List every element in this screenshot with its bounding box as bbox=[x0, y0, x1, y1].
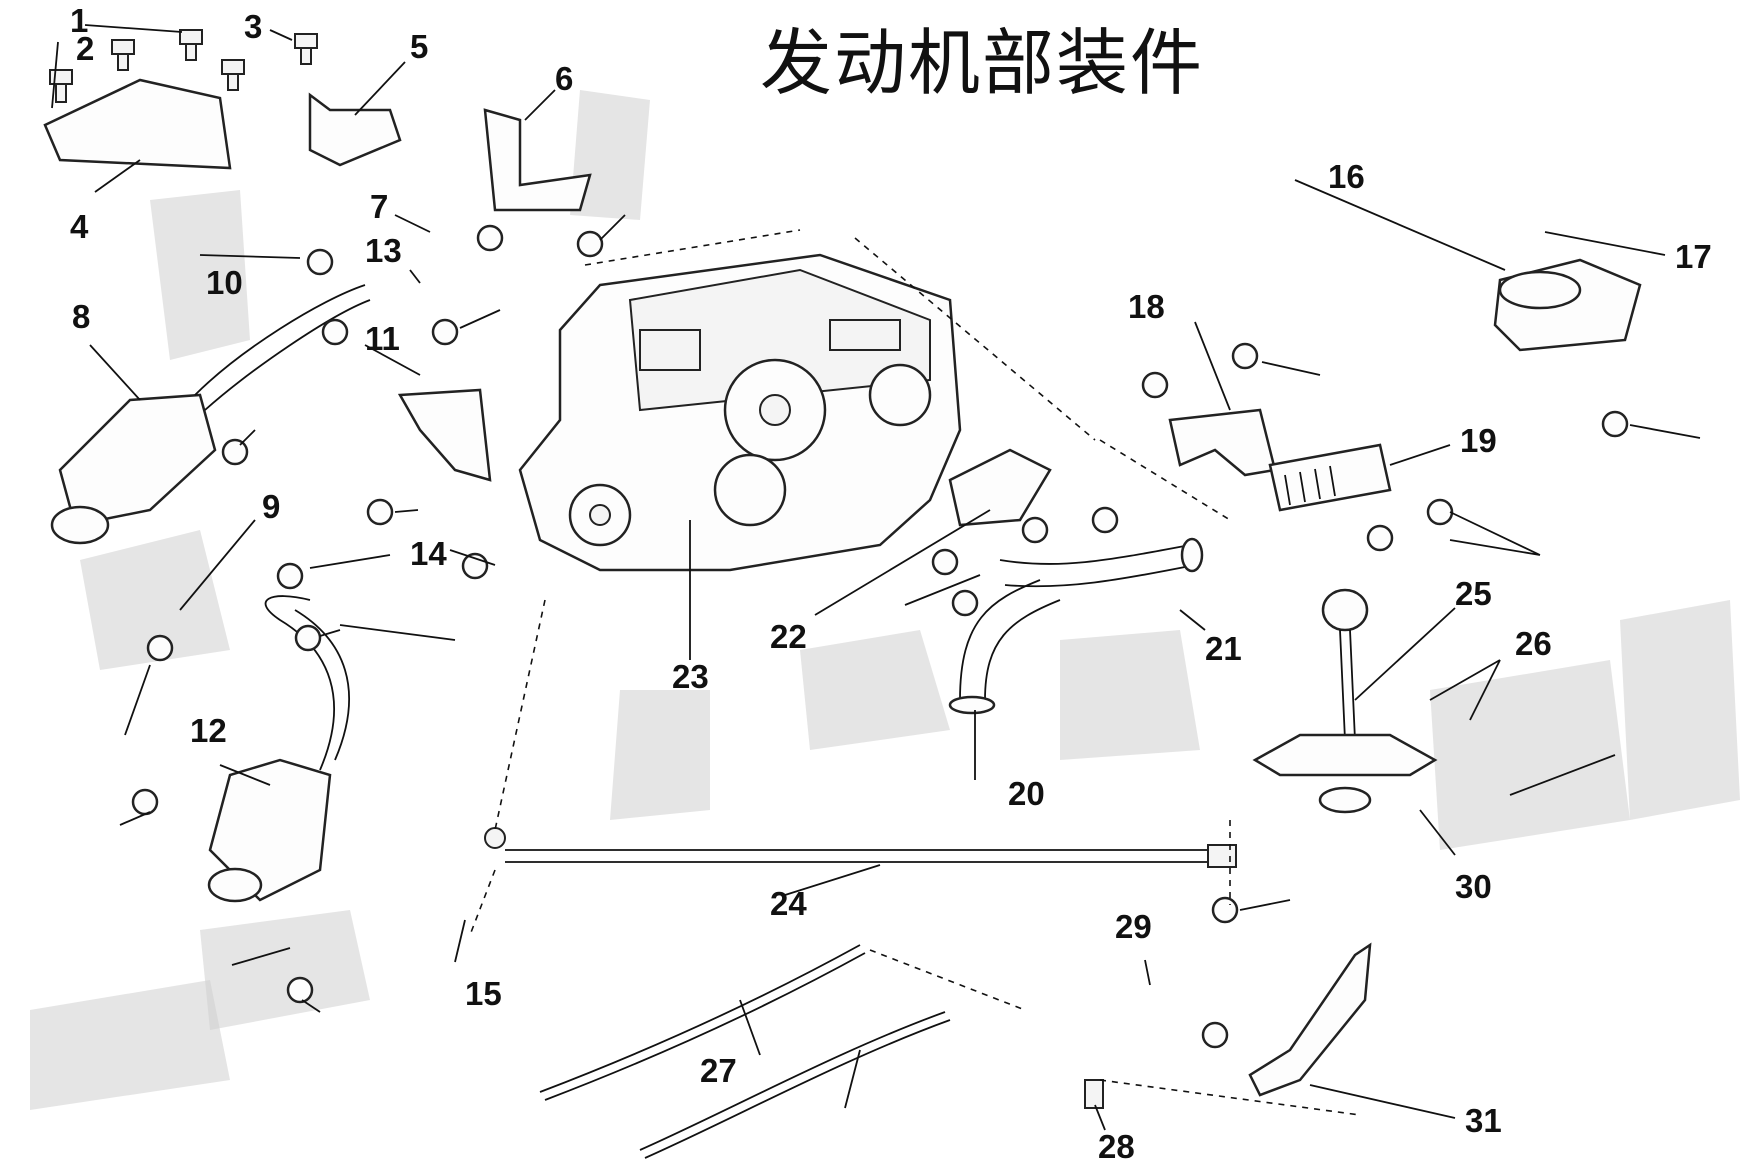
callout-17: 17 bbox=[1675, 238, 1712, 275]
flange-nut bbox=[1601, 410, 1629, 438]
callout-19: 19 bbox=[1460, 422, 1497, 459]
voltage-regulator bbox=[1268, 443, 1392, 512]
muffler-lower bbox=[207, 595, 350, 903]
flange-nut bbox=[321, 318, 349, 346]
engine-mount-bracket bbox=[308, 92, 402, 167]
muffler-bracket bbox=[397, 388, 492, 482]
leader-lines bbox=[51, 24, 1701, 1131]
flange-nut bbox=[366, 498, 394, 526]
engine-assembly bbox=[518, 253, 962, 572]
flange-nut bbox=[146, 634, 174, 662]
brake-pedal bbox=[1248, 942, 1372, 1097]
callout-15: 15 bbox=[465, 975, 502, 1012]
mounting-plate bbox=[43, 78, 232, 170]
support-bracket bbox=[483, 108, 592, 212]
flange-nut bbox=[306, 248, 334, 276]
callout-2: 2 bbox=[76, 30, 94, 67]
callout-5: 5 bbox=[410, 28, 428, 65]
flange-nut bbox=[576, 230, 604, 258]
callout-12: 12 bbox=[190, 712, 227, 749]
bolt bbox=[111, 39, 135, 71]
callout-16: 16 bbox=[1328, 158, 1365, 195]
callout-25: 25 bbox=[1455, 575, 1492, 612]
callout-24: 24 bbox=[770, 885, 807, 922]
callout-4: 4 bbox=[70, 208, 89, 245]
callout-28: 28 bbox=[1098, 1128, 1135, 1165]
flange-nut bbox=[1366, 524, 1394, 552]
linkage-rod bbox=[484, 827, 1237, 868]
callout-10: 10 bbox=[206, 264, 243, 301]
cable-clip bbox=[1084, 1079, 1104, 1109]
callout-11: 11 bbox=[365, 320, 400, 357]
flange-nut bbox=[1211, 896, 1239, 924]
flange-nut bbox=[286, 976, 314, 1004]
callout-6: 6 bbox=[555, 60, 573, 97]
callout-1: 1 bbox=[70, 2, 88, 39]
bolt bbox=[294, 33, 318, 65]
exhaust-gasket bbox=[948, 448, 1052, 527]
callout-7: 7 bbox=[370, 188, 388, 225]
callout-22: 22 bbox=[770, 618, 807, 655]
flange-nut bbox=[1141, 371, 1169, 399]
callout-21: 21 bbox=[1205, 630, 1242, 667]
callout-27: 27 bbox=[700, 1052, 737, 1089]
flange-nut bbox=[131, 788, 159, 816]
flange-nut bbox=[931, 548, 959, 576]
relay-bracket bbox=[1168, 408, 1277, 477]
flange-nut bbox=[431, 318, 459, 346]
flange-nut bbox=[476, 224, 504, 252]
callout-14: 14 bbox=[410, 535, 447, 572]
shift-lever bbox=[1252, 588, 1438, 814]
flange-nut bbox=[1231, 342, 1259, 370]
flange-nut bbox=[276, 562, 304, 590]
callout-3: 3 bbox=[244, 8, 262, 45]
callout-8: 8 bbox=[72, 298, 90, 335]
flange-nut bbox=[1201, 1021, 1229, 1049]
bolt bbox=[221, 59, 245, 91]
callout-29: 29 bbox=[1115, 908, 1152, 945]
callout-numbers: 1 2 3 4 5 6 7 8 9 10 11 12 13 14 15 16 1… bbox=[70, 2, 1712, 1165]
callout-23: 23 bbox=[672, 658, 709, 695]
assembly-dashes bbox=[469, 229, 1361, 1116]
flange-nut bbox=[221, 438, 249, 466]
exhaust-pipe bbox=[948, 537, 1204, 715]
callout-31: 31 bbox=[1465, 1102, 1502, 1139]
flange-nut bbox=[1426, 498, 1454, 526]
flange-nut bbox=[951, 589, 979, 617]
cable bbox=[639, 1011, 951, 1159]
callout-30: 30 bbox=[1455, 868, 1492, 905]
page-title: 发动机部装件 bbox=[760, 21, 1205, 105]
callout-18: 18 bbox=[1128, 288, 1165, 325]
flange-nut bbox=[294, 624, 322, 652]
callout-20: 20 bbox=[1008, 775, 1045, 812]
watermark bbox=[30, 90, 1740, 1110]
callout-26: 26 bbox=[1515, 625, 1552, 662]
air-cleaner bbox=[1493, 258, 1642, 352]
callout-13: 13 bbox=[365, 232, 402, 269]
flange-nut bbox=[1091, 506, 1119, 534]
callout-9: 9 bbox=[262, 488, 280, 525]
flange-nut bbox=[1021, 516, 1049, 544]
cable bbox=[539, 944, 866, 1101]
muffler-upper bbox=[50, 284, 371, 545]
bolt bbox=[179, 29, 203, 61]
